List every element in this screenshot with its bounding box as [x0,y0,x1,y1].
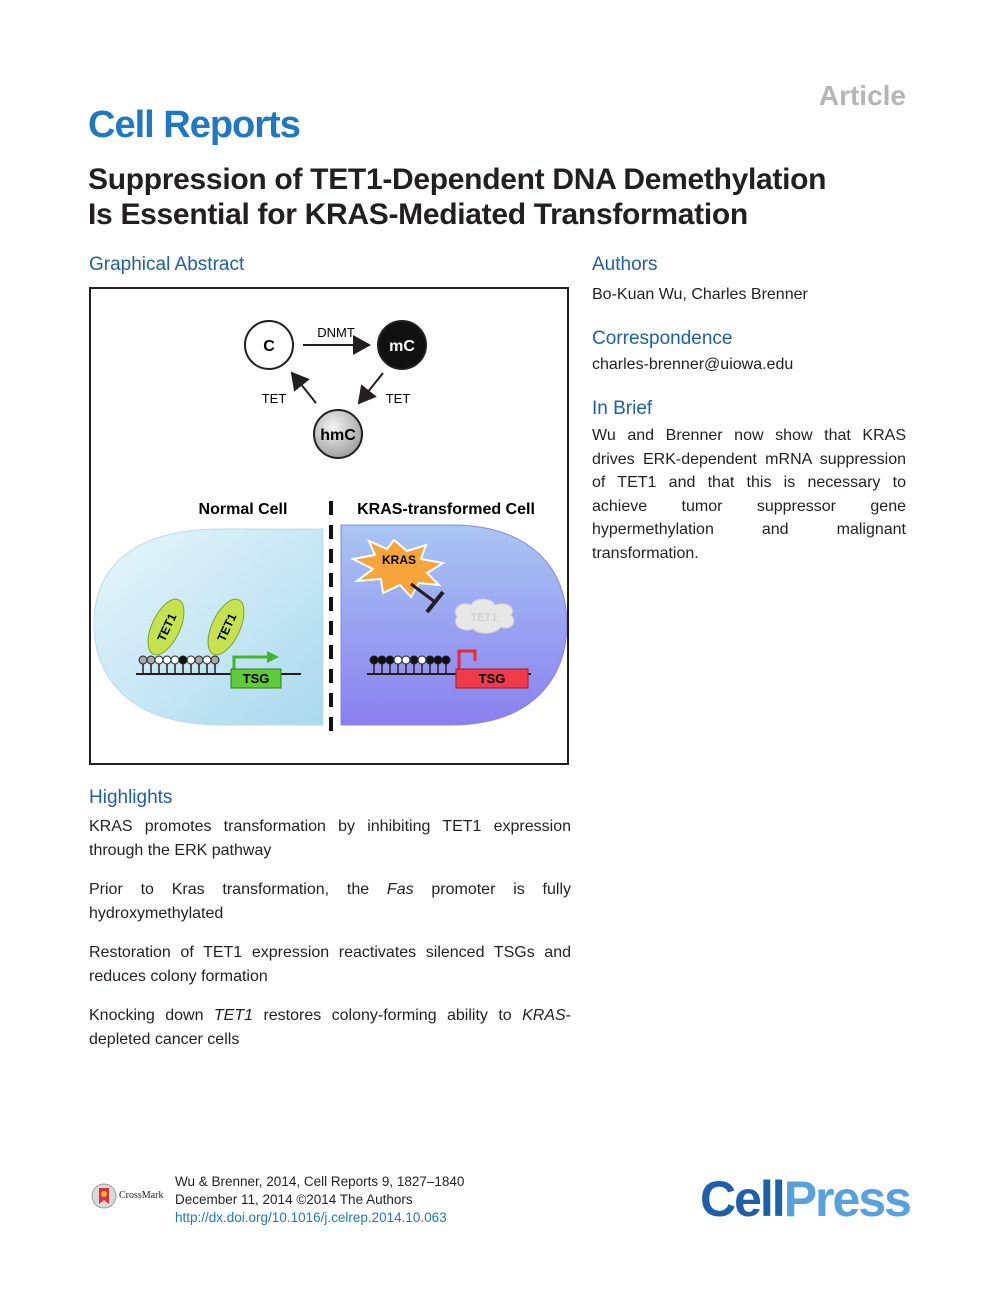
tsg-silenced-box [455,668,529,689]
highlight-2-text-b: promoter is fully hydroxymethylated [89,881,571,922]
dnmt-label: DNMT [317,325,355,340]
crossmark-badge[interactable] [90,1182,118,1215]
highlight-2-text-a: Prior to Kras transformation, the [89,881,387,898]
highlight-1: KRAS promotes transformation by inhibiti… [89,818,571,859]
correspondence-email[interactable]: charles-brenner@uiowa.edu [592,356,794,373]
graphical-abstract-heading: Graphical Abstract [89,254,245,275]
highlight-4-gene-2: KRAS [522,1007,566,1024]
article-type-tag: Article [818,80,906,111]
title-line-2: Is Essential for KRAS-Mediated Transform… [88,198,748,231]
authors-heading: Authors [592,254,658,275]
authors-names: Bo-Kuan Wu, Charles Brenner [592,286,808,303]
highlight-4-text-c: -depleted cancer cells [89,1007,571,1048]
node-hmc-label: hmC [320,427,356,444]
inhibition-bar [425,590,445,614]
kras-burst [349,538,446,599]
cell-press-logo-b: Press [783,1171,912,1227]
kras-cell-label: KRAS-transformed Cell [357,501,535,518]
tsg-silenced-promoter [457,649,477,674]
tet-arrow-right [357,372,384,405]
article-title: Suppression of TET1-Dependent DNA Demeth… [88,162,918,232]
in-brief-heading: In Brief [592,398,653,419]
highlight-4-gene-1: TET1 [213,1007,254,1024]
correspondence-heading: Correspondence [592,328,733,349]
crossmark-icon [91,1183,117,1209]
highlight-4-text-a: Knocking down [89,1007,214,1024]
normal-cell-label: Normal Cell [199,501,288,518]
highlight-4-text-b: restores colony-forming ability to [253,1007,523,1024]
highlight-2-gene: Fas [386,881,414,898]
cell-press-logo: CellPress [700,1170,912,1228]
node-c: C [244,320,294,370]
in-brief-text: Wu and Brenner now show that KRAS drives… [592,427,906,562]
title-line-1: Suppression of TET1-Dependent DNA Demeth… [88,163,827,196]
highlights-heading: Highlights [89,787,173,808]
highlight-3: Restoration of TET1 expression reactivat… [89,944,571,985]
tet-label-left: TET [262,391,287,406]
tet1-suppressed-cloud [455,598,515,634]
cell-press-logo-a: Cell [700,1171,786,1227]
tet-arrow-left [290,371,317,404]
node-c-label: C [263,338,275,355]
journal-logo: Cell Reports [88,104,301,146]
tsg-active-box [230,668,282,689]
tet-label-right: TET [386,391,411,406]
node-mc: mC [377,320,427,370]
citation-block: Wu & Brenner, 2014, Cell Reports 9, 1827… [175,1173,464,1227]
graphical-abstract-diagram: C mC hmC DNMT TET TET Normal Cell KRAS-t… [93,320,568,739]
kras-dna [367,655,531,675]
tsg-silenced-label: TSG [479,671,506,686]
normal-cell-shape [93,528,324,726]
citation-line: Wu & Brenner, 2014, Cell Reports 9, 1827… [175,1174,465,1189]
citation-date: December 11, 2014 ©2014 The Authors [175,1192,413,1207]
inhibition-line [410,582,436,604]
tet1-suppressed-label: TET1 [471,612,498,624]
node-hmc: hmC [313,409,363,459]
tsg-active-promoter-arrow [232,655,269,674]
tsg-active-label: TSG [243,671,270,686]
tet1-protein-1: TET1 [147,598,185,656]
graphical-abstract-figure: C mC hmC DNMT TET TET Normal Cell KRAS-t… [89,287,569,765]
node-mc-label: mC [389,338,415,355]
highlight-4: Knocking down TET1 restores colony-formi… [89,1004,571,1051]
kras-burst-label: KRAS [382,553,416,567]
highlight-2: Prior to Kras transformation, the Fas pr… [89,878,571,925]
tsg-active-arrowhead [267,651,279,663]
doi-link[interactable]: http://dx.doi.org/10.1016/j.celrep.2014.… [175,1210,447,1225]
crossmark-label: CrossMark [119,1190,164,1201]
tet1-protein-2: TET1 [207,598,245,656]
